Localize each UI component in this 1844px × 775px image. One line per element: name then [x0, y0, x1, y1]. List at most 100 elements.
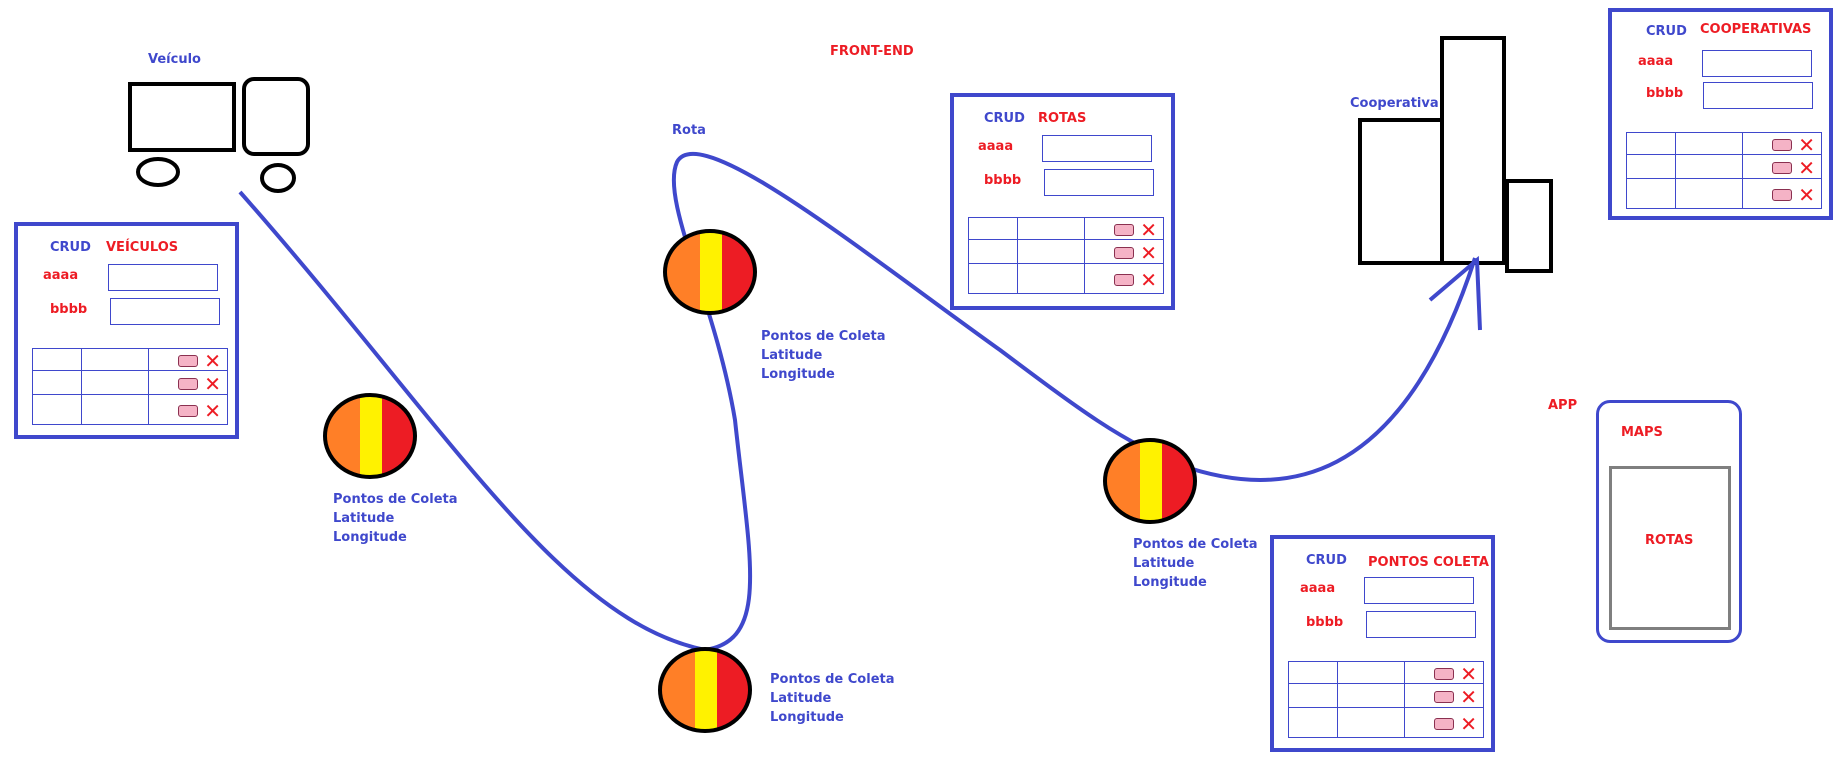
rotas-screen-label: ROTAS: [1645, 533, 1694, 548]
latitude-label: Latitude: [1133, 556, 1195, 571]
collection-point-label-3: Pontos de Coleta Latitude Longitude: [770, 670, 895, 727]
table-row: ✕: [968, 263, 1164, 294]
route-path: [671, 151, 1477, 652]
data-table: ✕ ✕ ✕: [968, 217, 1164, 294]
delete-icon[interactable]: ✕: [1140, 217, 1157, 242]
aaaa-input[interactable]: [1364, 577, 1474, 604]
collection-point-marker-3: [658, 647, 752, 733]
delete-icon[interactable]: ✕: [1460, 661, 1477, 686]
route-label: Rota: [672, 123, 706, 138]
table-row: ✕: [1626, 132, 1822, 157]
longitude-label: Longitude: [333, 530, 407, 545]
delete-icon[interactable]: ✕: [1140, 240, 1157, 265]
crud-label: CRUD: [50, 240, 91, 255]
bbbb-input[interactable]: [1044, 169, 1154, 196]
data-table: ✕ ✕ ✕: [1288, 661, 1484, 738]
table-row: ✕: [32, 370, 228, 396]
field-label-aaaa: aaaa: [1638, 54, 1674, 69]
crud-title: PONTOS COLETA: [1368, 555, 1489, 570]
crud-title: VEÍCULOS: [106, 240, 179, 255]
collection-point-title: Pontos de Coleta: [761, 329, 886, 344]
maps-label: MAPS: [1621, 425, 1663, 440]
longitude-label: Longitude: [1133, 575, 1207, 590]
data-table: ✕ ✕ ✕: [32, 348, 228, 425]
field-label-aaaa: aaaa: [1300, 581, 1336, 596]
crud-label: CRUD: [984, 111, 1025, 126]
crud-title: ROTAS: [1038, 111, 1087, 126]
latitude-label: Latitude: [333, 511, 395, 526]
table-row: ✕: [968, 239, 1164, 265]
delete-icon[interactable]: ✕: [1798, 132, 1815, 157]
table-row: ✕: [1288, 683, 1484, 709]
table-row: ✕: [1626, 154, 1822, 180]
field-label-bbbb: bbbb: [50, 302, 88, 317]
aaaa-input[interactable]: [1042, 135, 1152, 162]
data-table: ✕ ✕ ✕: [1626, 132, 1822, 209]
vehicle-label: Veículo: [148, 52, 201, 67]
table-row: ✕: [32, 348, 228, 373]
crud-title: COOPERATIVAS: [1700, 22, 1812, 37]
vehicle-route-line: [238, 190, 706, 652]
table-row: ✕: [32, 394, 228, 425]
edit-icon[interactable]: [1434, 717, 1455, 730]
collection-point-title: Pontos de Coleta: [1133, 537, 1258, 552]
table-row: ✕: [1288, 661, 1484, 686]
edit-icon[interactable]: [178, 354, 199, 367]
crud-veiculos-panel: CRUD VEÍCULOS aaaa bbbb ✕ ✕ ✕: [14, 222, 239, 439]
field-label-bbbb: bbbb: [984, 173, 1022, 188]
crud-rotas-panel: CRUD ROTAS aaaa bbbb ✕ ✕ ✕: [950, 93, 1175, 310]
edit-icon[interactable]: [1772, 188, 1793, 201]
truck-icon: [128, 77, 310, 193]
edit-icon[interactable]: [1434, 667, 1455, 680]
delete-icon[interactable]: ✕: [1140, 267, 1157, 292]
field-label-bbbb: bbbb: [1646, 86, 1684, 101]
edit-icon[interactable]: [1114, 273, 1135, 286]
crud-label: CRUD: [1306, 553, 1347, 568]
collection-point-title: Pontos de Coleta: [333, 492, 458, 507]
collection-point-title: Pontos de Coleta: [770, 672, 895, 687]
field-label-aaaa: aaaa: [978, 139, 1014, 154]
edit-icon[interactable]: [1114, 223, 1135, 236]
table-row: ✕: [1626, 178, 1822, 209]
edit-icon[interactable]: [1434, 690, 1455, 703]
app-phone: MAPS ROTAS: [1596, 400, 1742, 643]
bbbb-input[interactable]: [110, 298, 220, 325]
aaaa-input[interactable]: [1702, 50, 1812, 77]
cooperative-label: Cooperativa: [1350, 96, 1439, 111]
delete-icon[interactable]: ✕: [1460, 711, 1477, 736]
longitude-label: Longitude: [770, 710, 844, 725]
app-screen: ROTAS: [1609, 466, 1731, 630]
bbbb-input[interactable]: [1703, 82, 1813, 109]
edit-icon[interactable]: [178, 377, 199, 390]
latitude-label: Latitude: [761, 348, 823, 363]
app-label: APP: [1548, 398, 1578, 413]
delete-icon[interactable]: ✕: [1798, 155, 1815, 180]
delete-icon[interactable]: ✕: [204, 371, 221, 396]
bbbb-input[interactable]: [1366, 611, 1476, 638]
collection-point-label-4: Pontos de Coleta Latitude Longitude: [1133, 535, 1258, 592]
delete-icon[interactable]: ✕: [204, 348, 221, 373]
latitude-label: Latitude: [770, 691, 832, 706]
collection-point-label-2: Pontos de Coleta Latitude Longitude: [761, 327, 886, 384]
collection-point-marker-1: [323, 393, 417, 479]
edit-icon[interactable]: [178, 404, 199, 417]
arrow-head: [1428, 255, 1482, 331]
crud-label: CRUD: [1646, 24, 1687, 39]
delete-icon[interactable]: ✕: [1798, 182, 1815, 207]
field-label-bbbb: bbbb: [1306, 615, 1344, 630]
field-label-aaaa: aaaa: [43, 268, 79, 283]
longitude-label: Longitude: [761, 367, 835, 382]
aaaa-input[interactable]: [108, 264, 218, 291]
table-row: ✕: [1288, 707, 1484, 738]
edit-icon[interactable]: [1772, 138, 1793, 151]
delete-icon[interactable]: ✕: [1460, 684, 1477, 709]
collection-point-marker-4: [1103, 438, 1197, 524]
building-icon: [1358, 36, 1553, 273]
crud-cooperativas-panel: CRUD COOPERATIVAS aaaa bbbb ✕ ✕ ✕: [1608, 8, 1833, 220]
collection-point-marker-2: [663, 229, 757, 315]
edit-icon[interactable]: [1114, 246, 1135, 259]
edit-icon[interactable]: [1772, 161, 1793, 174]
delete-icon[interactable]: ✕: [204, 398, 221, 423]
front-end-label: FRONT-END: [830, 44, 914, 59]
